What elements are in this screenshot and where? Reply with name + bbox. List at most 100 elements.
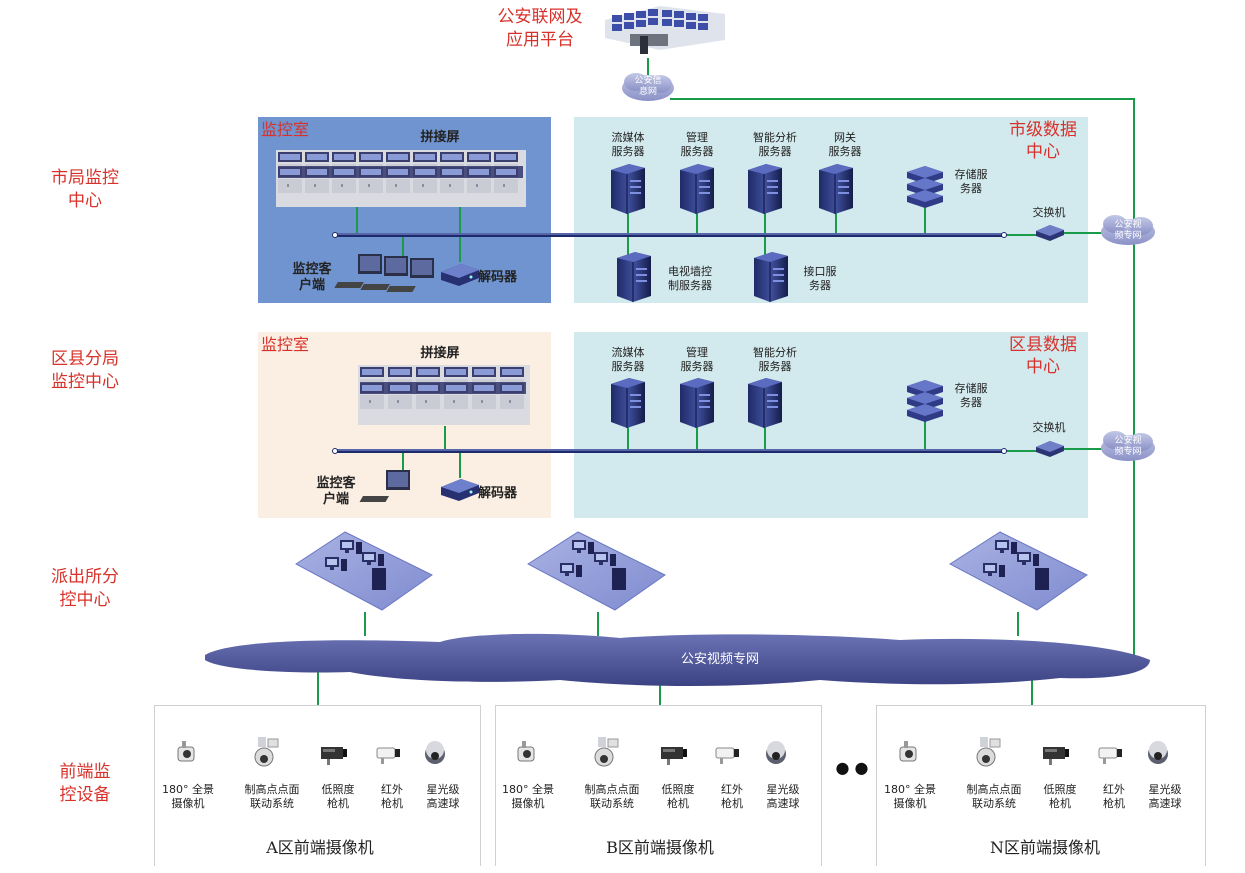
city-server-label-1-line1: 管理	[686, 131, 708, 144]
camN-label-3-line1: 红外	[1103, 783, 1125, 796]
city-tvwall-label: 电视墙控 制服务器	[655, 265, 725, 293]
city-interface-server-icon	[753, 251, 789, 303]
camB-label-1-line1: 制高点点面	[584, 783, 640, 796]
camA-label-4: 星光级 高速球	[418, 783, 468, 811]
camA-label-1-line2: 联动系统	[250, 797, 294, 810]
camB-label-0-line1: 180° 全景	[502, 783, 554, 796]
city-storage-label: 存储服 务器	[946, 168, 996, 196]
district-video-net-line2: 频专网	[1114, 447, 1142, 457]
city-tvwall-server-icon	[616, 251, 652, 303]
district-switch-icon	[1036, 441, 1064, 457]
camB-label-3-line1: 红外	[721, 783, 743, 796]
main-video-network-cloud	[205, 633, 1150, 686]
district-server-label-1-line2: 服务器	[680, 360, 714, 373]
camN-label-0-line2: 摄像机	[893, 797, 927, 810]
district-dc-title: 区县数据 中心	[998, 334, 1088, 378]
city-tvwall-line2: 制服务器	[668, 279, 712, 292]
city-analytics-server-icon	[747, 163, 783, 215]
district-client-label: 监控客 户端	[306, 476, 366, 508]
camera-group-b-title: B区前端摄像机	[606, 838, 714, 857]
camB-label-3: 红外 枪机	[710, 783, 754, 811]
info-network-label: 公安信 息网	[628, 76, 668, 98]
info-network-label-line2: 息网	[638, 87, 657, 97]
camA-label-4-line2: 高速球	[426, 797, 460, 810]
city-management-server-icon	[679, 163, 715, 215]
camA-label-0-line1: 180° 全景	[162, 783, 214, 796]
city-decoder-label: 解码器	[478, 270, 518, 285]
camera-group-a-box	[154, 705, 481, 866]
city-video-net-label: 公安视 频专网	[1108, 220, 1148, 242]
camA-label-3-line2: 枪机	[381, 797, 403, 810]
info-network-cloud	[622, 73, 674, 101]
city-client-monitors	[334, 254, 434, 292]
camera-group-n-title: N区前端摄像机	[989, 838, 1100, 857]
level-frontend-line2: 控设备	[59, 785, 111, 805]
level-district-line2: 监控中心	[51, 372, 119, 392]
city-video-net-cloud	[1101, 215, 1155, 245]
camB-label-2-line1: 低照度	[661, 783, 695, 796]
platform-label-line1: 公安联网及	[497, 7, 583, 27]
camB-label-4-line1: 星光级	[766, 783, 800, 796]
city-interface-line2: 务器	[809, 279, 831, 292]
district-analytics-server-icon	[747, 377, 783, 429]
level-city-line1: 市局监控	[51, 168, 119, 188]
city-dc-title: 市级数据 中心	[998, 119, 1088, 163]
district-server-label-1: 管理 服务器	[667, 346, 727, 374]
station-a	[295, 531, 433, 611]
camA-label-3-line1: 红外	[381, 783, 403, 796]
camB-label-0: 180° 全景 摄像机	[498, 783, 558, 811]
camN-label-1: 制高点点面 联动系统	[956, 783, 1032, 811]
camN-label-1-line2: 联动系统	[972, 797, 1016, 810]
city-server-label-3-line2: 服务器	[828, 145, 862, 158]
city-video-net-line2: 频专网	[1114, 231, 1142, 241]
camA-label-1: 制高点点面 联动系统	[234, 783, 310, 811]
city-dc-title-line2: 中心	[1026, 142, 1060, 162]
district-client-monitor	[359, 470, 410, 502]
camera-group-n-icons	[899, 736, 1168, 767]
camN-label-0-line1: 180° 全景	[884, 783, 936, 796]
camA-label-2-line1: 低照度	[321, 783, 355, 796]
city-interface-label: 接口服 务器	[790, 265, 850, 293]
camN-label-1-line1: 制高点点面	[966, 783, 1022, 796]
level-city-label: 市局监控 中心	[30, 167, 140, 213]
city-room-title: 监控室	[261, 120, 310, 139]
camN-label-4-line1: 星光级	[1148, 783, 1182, 796]
camB-label-4: 星光级 高速球	[758, 783, 808, 811]
platform-label: 公安联网及 应用平台	[480, 6, 600, 52]
district-switch-label: 交换机	[1032, 421, 1066, 434]
district-video-wall	[358, 365, 530, 425]
level-frontend-line1: 前端监	[59, 762, 111, 782]
district-decoder-label: 解码器	[478, 486, 518, 501]
district-server-label-1-line1: 管理	[686, 346, 708, 359]
district-decoder-icon	[441, 479, 479, 501]
camN-label-3-line2: 枪机	[1103, 797, 1125, 810]
city-server-label-1: 管理 服务器	[667, 131, 727, 159]
camera-group-n-box	[876, 705, 1206, 866]
city-server-label-2-line1: 智能分析	[753, 131, 797, 144]
district-server-label-2: 智能分析 服务器	[740, 346, 810, 374]
city-server-label-0: 流媒体 服务器	[598, 131, 658, 159]
district-client-line2: 户端	[322, 492, 349, 507]
district-storage-line1: 存储服	[954, 382, 988, 395]
city-server-label-3-line1: 网关	[834, 131, 856, 144]
district-screen-label: 拼接屏	[420, 346, 460, 361]
level-district-line1: 区县分局	[51, 349, 119, 369]
district-dc-title-line2: 中心	[1026, 357, 1060, 377]
camA-label-2-line2: 枪机	[327, 797, 349, 810]
city-video-net-line1: 公安视	[1114, 220, 1142, 230]
camA-label-4-line1: 星光级	[426, 783, 460, 796]
camB-label-1: 制高点点面 联动系统	[574, 783, 650, 811]
camB-label-2-line2: 枪机	[667, 797, 689, 810]
camA-label-0-line2: 摄像机	[171, 797, 205, 810]
city-server-label-2-line2: 服务器	[758, 145, 792, 158]
district-bus	[332, 448, 1007, 454]
camera-group-b-icons	[517, 736, 786, 767]
district-storage-label: 存储服 务器	[946, 382, 996, 410]
camA-label-3: 红外 枪机	[370, 783, 414, 811]
level-city-line2: 中心	[68, 191, 102, 211]
camA-label-1-line1: 制高点点面	[244, 783, 300, 796]
city-tvwall-line1: 电视墙控	[668, 265, 712, 278]
station-b	[527, 531, 666, 611]
camB-label-2: 低照度 枪机	[654, 783, 702, 811]
